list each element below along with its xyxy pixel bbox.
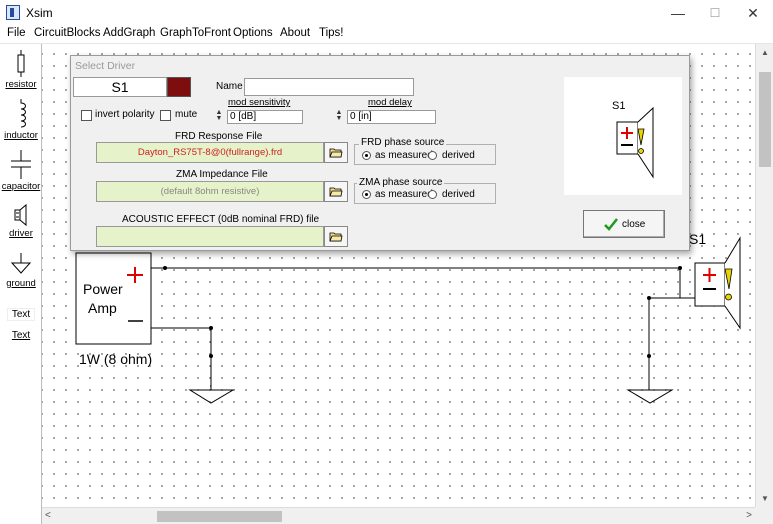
menu-file[interactable]: File [7, 27, 26, 39]
wire-positive [151, 267, 695, 299]
frd-phase-derived-radio[interactable] [428, 151, 437, 160]
frd-file-label: FRD Response File [175, 131, 263, 142]
frd-file-field[interactable]: Dayton_RS75T-8@0(fullrange).frd [96, 142, 324, 163]
menu-about[interactable]: About [280, 27, 311, 39]
tool-ground[interactable]: ground [0, 253, 42, 289]
invert-polarity-checkbox[interactable] [81, 110, 92, 121]
frd-phase-title: FRD phase source [359, 137, 447, 148]
tool-inductor[interactable]: inductor [0, 99, 42, 141]
menu-addgraph[interactable]: AddGraph [103, 27, 156, 39]
folder-icon [329, 148, 343, 158]
minimize-button[interactable]: — [671, 5, 685, 21]
mod-sensitivity-value[interactable]: 0 [dB] [227, 110, 303, 124]
frd-phase-measured-label: as measured [375, 150, 433, 161]
mod-delay-spinner[interactable]: ▲▼ [335, 109, 343, 122]
menu-graphtofront[interactable]: GraphToFront [160, 27, 231, 39]
circuit-diagram [75, 236, 741, 404]
tool-label: capacitor [1, 181, 41, 192]
mute-label: mute [175, 109, 198, 120]
scroll-thumb[interactable] [157, 511, 282, 522]
zma-phase-derived-radio[interactable] [428, 190, 437, 199]
menu-circuitblocks[interactable]: CircuitBlocks [34, 27, 101, 39]
tool-capacitor[interactable]: capacitor [0, 150, 42, 192]
zma-phase-title: ZMA phase source [357, 177, 445, 188]
frd-phase-measured-radio[interactable] [362, 151, 371, 160]
zma-file-label: ZMA Impedance File [176, 169, 268, 180]
driver-icon [14, 203, 27, 227]
zma-browse-button[interactable] [324, 181, 348, 202]
mod-delay-label: mod delay [368, 97, 412, 108]
amp-rating-label: 1W (8 ohm) [79, 351, 153, 367]
dialog-title: Select Driver [75, 60, 136, 72]
component-toolbox: resistor inductor capacitor driver groun… [0, 44, 42, 524]
mod-delay-value[interactable]: 0 [in] [347, 110, 436, 124]
select-driver-dialog: Select Driver S1 Name invert polarity mu… [70, 55, 690, 251]
amp-label: Power [83, 281, 123, 297]
tool-label: resistor [5, 79, 37, 90]
zma-phase-measured-radio[interactable] [362, 190, 371, 199]
capacitor-icon [11, 150, 31, 179]
wire-negative [151, 327, 212, 387]
zma-file-field[interactable]: (default 8ohm resistive) [96, 181, 324, 202]
menu-tips[interactable]: Tips! [319, 27, 344, 39]
name-input[interactable] [244, 78, 414, 96]
preview-label: S1 [612, 100, 626, 112]
mod-sensitivity-label: mod sensitivity [228, 97, 291, 108]
horizontal-scrollbar[interactable]: < > [42, 507, 755, 524]
scroll-thumb[interactable] [759, 72, 771, 167]
folder-icon [329, 232, 343, 242]
acoustic-effect-label: ACOUSTIC EFFECT (0dB nominal FRD) file [122, 214, 320, 225]
resistor-icon [17, 50, 25, 77]
folder-icon [329, 187, 343, 197]
scroll-corner [755, 507, 773, 524]
ground-symbol [626, 389, 674, 404]
ground-icon [10, 253, 32, 274]
name-label: Name [216, 81, 243, 92]
scroll-left-icon[interactable]: < [45, 510, 51, 521]
vertical-scrollbar[interactable]: ▲ ▼ [755, 44, 773, 507]
acoustic-browse-button[interactable] [324, 226, 348, 247]
amp-label-line2: Amp [88, 300, 117, 316]
tool-label: ground [6, 278, 36, 289]
tool-resistor[interactable]: resistor [0, 50, 42, 90]
menu-options[interactable]: Options [233, 27, 273, 39]
ground-symbol [188, 389, 235, 404]
scroll-down-icon[interactable]: ▼ [761, 494, 769, 503]
tool-driver[interactable]: driver [0, 203, 42, 239]
close-button-label: close [622, 219, 646, 230]
zma-phase-measured-label: as measured [375, 189, 433, 200]
menu-bar: File CircuitBlocks AddGraph GraphToFront… [0, 25, 773, 44]
scroll-up-icon[interactable]: ▲ [761, 48, 769, 57]
close-button[interactable]: close [583, 210, 665, 238]
driver-s1-label: S1 [689, 231, 707, 247]
invert-polarity-label: invert polarity [95, 109, 155, 120]
mod-sensitivity-spinner[interactable]: ▲▼ [215, 109, 223, 122]
maximize-button[interactable]: ☐ [709, 6, 721, 20]
driver-symbol-icon [616, 106, 654, 179]
tool-text[interactable]: Text Text [0, 308, 42, 341]
tool-label: inductor [4, 130, 38, 141]
text-tool-icon: Text [7, 308, 35, 321]
driver-id-field[interactable]: S1 [73, 77, 167, 97]
app-title: Xsim [26, 6, 53, 20]
driver-preview: S1 [564, 77, 682, 195]
scroll-right-icon[interactable]: > [746, 510, 752, 521]
inductor-icon [20, 99, 26, 128]
frd-phase-derived-label: derived [442, 150, 475, 161]
frd-browse-button[interactable] [324, 142, 348, 163]
title-bar: Xsim — ☐ ✕ [0, 0, 773, 25]
power-amp-block [75, 252, 152, 345]
mute-checkbox[interactable] [160, 110, 171, 121]
close-window-button[interactable]: ✕ [747, 5, 759, 21]
app-icon [6, 5, 20, 20]
tool-label: Text [11, 330, 31, 341]
driver-color-swatch[interactable] [167, 77, 191, 97]
acoustic-effect-field[interactable] [96, 226, 324, 247]
tool-label: driver [9, 228, 33, 239]
checkmark-icon [604, 218, 618, 231]
zma-phase-derived-label: derived [442, 189, 475, 200]
